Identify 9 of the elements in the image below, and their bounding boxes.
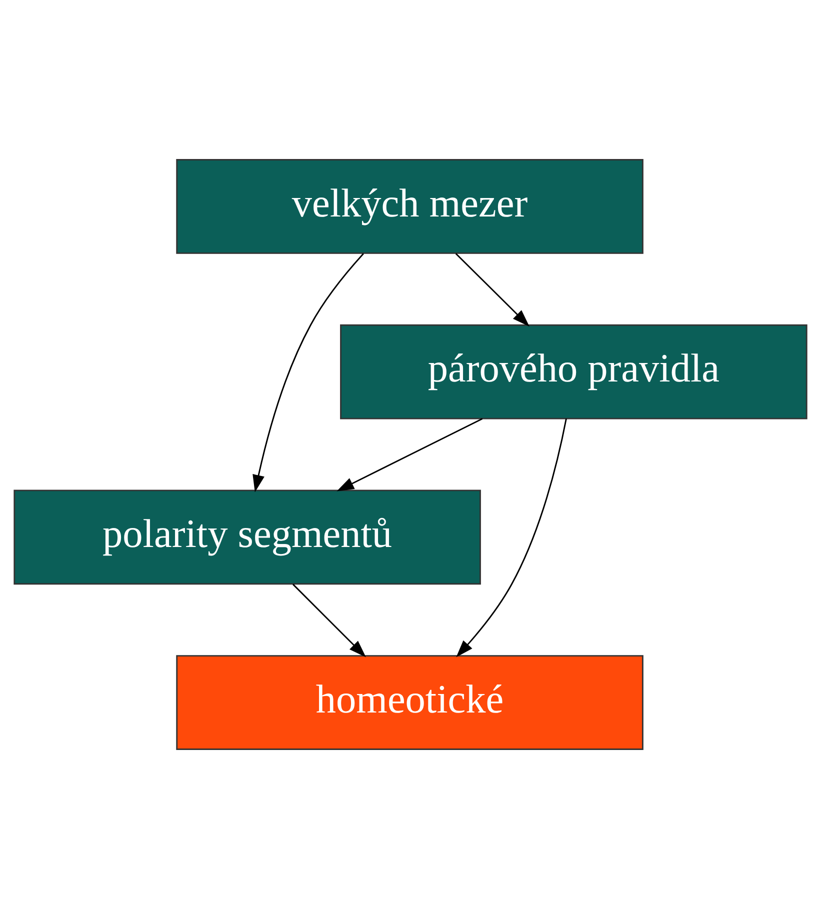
arrow [292,584,366,658]
node-box: polarity segmentů [14,490,481,585]
arrow [455,253,530,327]
node-box: homeotické [176,655,644,750]
node-box: velkých mezer [176,159,644,254]
node-box: párového pravidla [340,324,808,420]
arrow [456,418,567,658]
arrow [336,418,483,492]
arrow [252,253,364,492]
